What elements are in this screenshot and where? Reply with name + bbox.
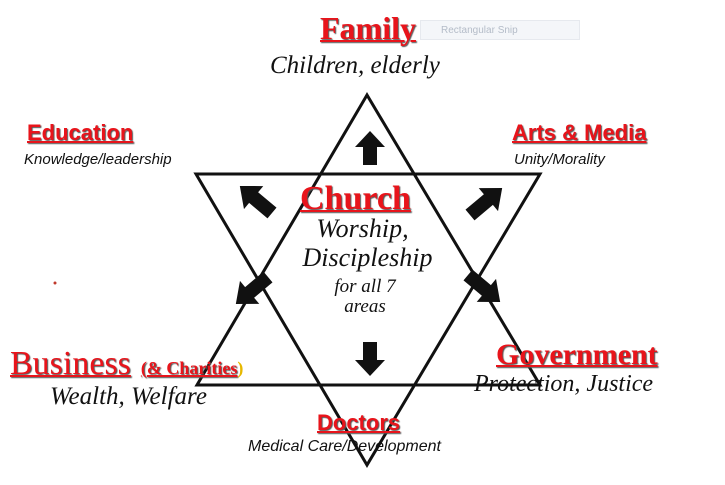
arrow-upper-left-icon [239, 186, 277, 219]
triangle-up [194, 92, 543, 387]
doctors-subtitle: Medical Care/Development [248, 438, 441, 455]
arrow-up-icon [355, 131, 385, 165]
family-subtitle: Children, elderly [270, 52, 440, 79]
doctors-title: Doctors [317, 410, 401, 435]
arts-media-title: Arts & Media [512, 120, 647, 145]
arrow-lower-left-icon [235, 271, 273, 304]
family-title: Family [320, 10, 416, 46]
arrow-lower-right-icon [463, 269, 501, 302]
stray-dot [53, 281, 57, 285]
arrow-down-icon [355, 342, 385, 376]
church-line-worship: Worship, [316, 214, 409, 243]
government-subtitle: Protection, Justice [474, 371, 654, 397]
church-title: Church [300, 180, 411, 217]
business-paren-close: ) [237, 358, 244, 378]
business-title: Business [10, 345, 131, 382]
business-subtitle: Wealth, Welfare [50, 383, 207, 410]
arts-media-subtitle: Unity/Morality [514, 151, 605, 168]
triangle-down [193, 172, 543, 468]
business-heading: Business (& Charities) [10, 345, 243, 383]
church-line-for-all: for all 7 [334, 276, 396, 297]
business-charities: & Charities [146, 358, 238, 378]
arrow-upper-right-icon [465, 188, 503, 221]
rectangular-snip-toolbar[interactable]: Rectangular Snip [420, 20, 580, 40]
government-title: Government [496, 338, 658, 371]
church-line-discipleship: Discipleship [302, 243, 433, 272]
snip-label: Rectangular Snip [441, 25, 518, 36]
education-subtitle: Knowledge/leadership [24, 151, 172, 168]
education-title: Education [27, 120, 134, 145]
business-paren-open: ( [140, 358, 147, 378]
church-line-areas: areas [344, 296, 386, 317]
